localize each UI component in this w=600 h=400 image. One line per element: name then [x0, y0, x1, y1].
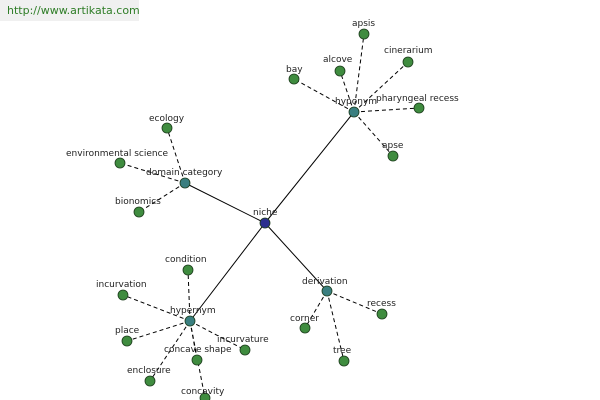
leaf-node-pharyngeal-recess[interactable]: pharyngeal recess: [376, 94, 459, 114]
node-dot[interactable]: [117, 289, 129, 301]
leaf-node-ecology[interactable]: ecology: [149, 114, 185, 134]
edge-hypernym-enclosure: [149, 320, 191, 382]
category-node-hyponym[interactable]: hyponym: [335, 97, 377, 118]
edge-hyponym-alcove: [339, 70, 355, 113]
edge-root-domain-category: [184, 182, 266, 224]
node-label[interactable]: tree: [333, 346, 352, 356]
leaf-node-apsis[interactable]: apsis: [352, 19, 375, 40]
leaf-node-cinerarium[interactable]: cinerarium: [384, 46, 433, 68]
node-label[interactable]: hypernym: [170, 306, 216, 316]
node-dot[interactable]: [191, 354, 203, 366]
leaf-node-enclosure[interactable]: enclosure: [127, 366, 171, 387]
edge-domain-category-environmental-science: [119, 162, 186, 184]
node-dot[interactable]: [199, 392, 211, 400]
node-label[interactable]: apsis: [352, 19, 375, 29]
node-label[interactable]: incurvature: [217, 335, 269, 345]
nodes: apsis alcove cinerarium bay pharyngeal reces…: [66, 19, 459, 400]
leaf-node-tree[interactable]: tree: [333, 346, 352, 367]
edge-hypernym-incurvation: [122, 294, 191, 322]
category-node-domain-category[interactable]: domain category: [146, 168, 223, 189]
node-dot[interactable]: [299, 322, 311, 334]
edge-hyponym-apsis: [353, 33, 365, 113]
edge-domain-category-ecology: [166, 127, 186, 184]
leaf-node-condition[interactable]: condition: [165, 255, 207, 276]
leaf-node-alcove[interactable]: alcove: [323, 55, 353, 77]
node-label[interactable]: ecology: [149, 114, 185, 124]
edge-derivation-corner: [304, 290, 328, 329]
source-url[interactable]: http://www.artikata.com: [0, 0, 140, 21]
edge-hyponym-cinerarium: [353, 61, 409, 113]
edge-hypernym-incurvature: [189, 320, 246, 351]
node-dot[interactable]: [402, 56, 414, 68]
node-dot[interactable]: [413, 102, 425, 114]
edge-root-hypernym: [189, 222, 266, 322]
node-label[interactable]: derivation: [302, 277, 348, 287]
edge-domain-category-bionomics: [138, 182, 186, 213]
leaf-node-corner[interactable]: corner: [290, 314, 319, 334]
node-dot[interactable]: [182, 264, 194, 276]
leaf-node-incurvature[interactable]: incurvature: [217, 335, 269, 356]
node-label[interactable]: apse: [382, 141, 404, 151]
edge-hyponym-pharyngeal-recess: [353, 107, 420, 113]
leaf-node-concave-shape[interactable]: concave shape: [164, 345, 232, 366]
node-dot[interactable]: [387, 150, 399, 162]
node-label[interactable]: concavity: [181, 387, 225, 397]
node-dot[interactable]: [161, 122, 173, 134]
node-label[interactable]: recess: [367, 299, 396, 309]
node-label[interactable]: niche: [253, 208, 278, 218]
node-label[interactable]: alcove: [323, 55, 353, 65]
leaf-node-bay[interactable]: bay: [286, 65, 303, 85]
node-dot[interactable]: [288, 73, 300, 85]
node-label[interactable]: incurvation: [96, 280, 147, 290]
node-dot[interactable]: [114, 157, 126, 169]
node-dot[interactable]: [179, 177, 191, 189]
node-dot[interactable]: [376, 308, 388, 320]
edge-derivation-recess: [326, 290, 383, 315]
node-dot[interactable]: [348, 106, 360, 118]
leaf-node-recess[interactable]: recess: [367, 299, 396, 320]
node-label[interactable]: environmental science: [66, 149, 169, 159]
category-node-hypernym[interactable]: hypernym: [170, 306, 216, 327]
node-dot[interactable]: [338, 355, 350, 367]
node-dot[interactable]: [121, 335, 133, 347]
leaf-node-apse[interactable]: apse: [382, 141, 404, 162]
node-label[interactable]: bionomics: [115, 197, 161, 207]
edge-hyponym-apse: [353, 111, 394, 157]
node-dot[interactable]: [133, 206, 145, 218]
node-label[interactable]: domain category: [146, 168, 223, 178]
node-label[interactable]: corner: [290, 314, 319, 324]
node-label[interactable]: pharyngeal recess: [376, 94, 459, 104]
node-label[interactable]: place: [115, 326, 140, 336]
node-dot[interactable]: [321, 285, 333, 297]
node-label[interactable]: concave shape: [164, 345, 232, 355]
leaf-node-incurvation[interactable]: incurvation: [96, 280, 147, 301]
node-dot[interactable]: [184, 315, 196, 327]
edge-root-hyponym: [264, 111, 355, 224]
leaf-node-bionomics[interactable]: bionomics: [115, 197, 161, 218]
node-dot[interactable]: [259, 217, 271, 229]
node-label[interactable]: enclosure: [127, 366, 171, 376]
node-label[interactable]: hyponym: [335, 97, 377, 107]
edge-hypernym-concavity: [189, 320, 206, 399]
edge-root-derivation: [264, 222, 328, 292]
edge-derivation-tree: [326, 290, 345, 362]
category-node-derivation[interactable]: derivation: [302, 277, 348, 297]
node-label[interactable]: condition: [165, 255, 207, 265]
node-dot[interactable]: [358, 28, 370, 40]
node-dot[interactable]: [239, 344, 251, 356]
node-label[interactable]: bay: [286, 65, 303, 75]
root-node-niche[interactable]: niche: [253, 208, 278, 229]
leaf-node-place[interactable]: place: [115, 326, 140, 347]
leaf-node-concavity[interactable]: concavity: [181, 387, 225, 400]
node-dot[interactable]: [144, 375, 156, 387]
node-dot[interactable]: [334, 65, 346, 77]
edges: [119, 33, 420, 399]
edge-hypernym-condition: [187, 269, 191, 322]
node-label[interactable]: cinerarium: [384, 46, 433, 56]
edge-hyponym-bay: [293, 78, 355, 113]
leaf-node-environmental-science[interactable]: environmental science: [66, 149, 169, 169]
